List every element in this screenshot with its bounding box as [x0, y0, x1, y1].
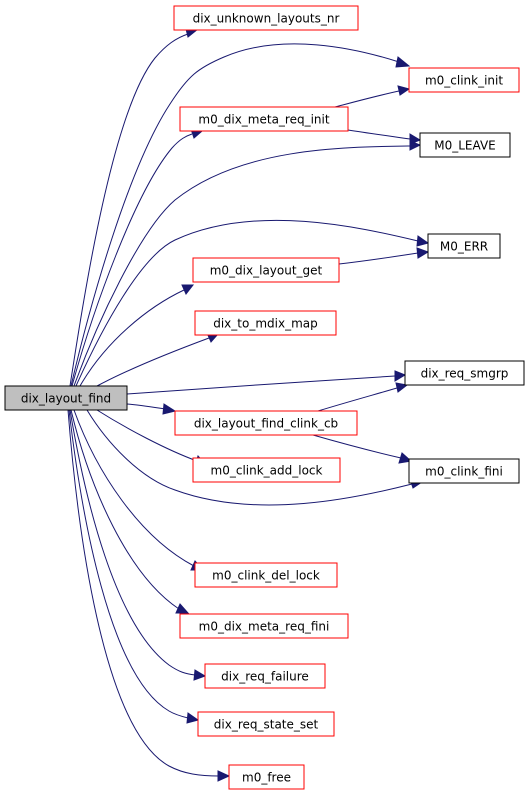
node-m0-clink-del-lock[interactable]: m0_clink_del_lock	[194, 562, 338, 588]
node-m0-dix-layout-get[interactable]: m0_dix_layout_get	[192, 257, 340, 283]
node-m0-dix-meta-req-fini[interactable]: m0_dix_meta_req_fini	[179, 613, 349, 639]
node-label: m0_dix_layout_get	[210, 264, 323, 278]
edge-dix-layout-find-clink-cb-to-m0-clink-fini	[312, 434, 413, 464]
arrowhead-icon	[416, 235, 430, 247]
node-dix-layout-find-clink-cb[interactable]: dix_layout_find_clink_cb	[174, 410, 358, 436]
edge-dix-layout-find-to-dix-req-failure	[69, 409, 207, 681]
arrowhead-icon	[162, 403, 177, 415]
node-m0-leave[interactable]: M0_LEAVE	[419, 132, 511, 158]
edge-line	[69, 409, 196, 676]
node-m0-clink-fini[interactable]: m0_clink_fini	[408, 458, 520, 484]
node-label: dix_layout_find_clink_cb	[194, 417, 338, 431]
arrowhead-icon	[397, 85, 411, 96]
arrowhead-icon	[416, 247, 430, 259]
edge-line	[334, 90, 400, 108]
edge-line	[312, 434, 402, 459]
node-label: m0_clink_fini	[425, 465, 503, 479]
node-dix-unknown-layouts-nr[interactable]: dix_unknown_layouts_nr	[173, 5, 359, 31]
edge-line	[347, 129, 411, 140]
node-label: dix_layout_find	[21, 392, 111, 406]
node-m0-free[interactable]: m0_free	[228, 764, 305, 790]
edge-line	[73, 409, 195, 567]
arrowhead-icon	[217, 770, 231, 782]
node-label: M0_ERR	[440, 240, 488, 254]
arrowhead-icon	[181, 284, 195, 295]
node-m0-dix-meta-req-init[interactable]: m0_dix_meta_req_init	[179, 106, 349, 132]
edge-dix-layout-find-to-dix-layout-find-clink-cb	[126, 403, 177, 415]
arrowhead-icon	[394, 370, 407, 382]
edge-line	[69, 33, 189, 387]
node-label: m0_dix_meta_req_fini	[199, 620, 330, 634]
node-label: dix_to_mdix_map	[213, 317, 318, 331]
edge-line	[79, 289, 185, 387]
edge-dix-layout-find-to-m0-dix-meta-req-fini	[70, 409, 190, 614]
edge-dix-layout-find-to-dix-to-mdix-map	[96, 332, 220, 387]
edges-layer	[67, 28, 430, 782]
edge-line	[70, 409, 180, 610]
edge-line	[317, 387, 398, 412]
node-label: M0_LEAVE	[434, 139, 496, 153]
node-dix-to-mdix-map[interactable]: dix_to_mdix_map	[194, 310, 337, 336]
edge-dix-layout-find-to-dix-unknown-layouts-nr	[69, 28, 200, 387]
node-m0-err[interactable]: M0_ERR	[427, 233, 501, 259]
edge-m0-dix-meta-req-init-to-m0-clink-init	[334, 85, 411, 108]
edge-dix-layout-find-clink-cb-to-dix-req-smgrp	[317, 382, 409, 412]
edge-dix-layout-find-to-dix-req-state-set	[68, 409, 200, 724]
edge-dix-layout-find-to-m0-dix-layout-get	[79, 284, 195, 387]
arrowhead-icon	[398, 452, 413, 464]
node-label: m0_clink_init	[425, 74, 503, 88]
arrowhead-icon	[395, 382, 409, 393]
node-dix-req-smgrp[interactable]: dix_req_smgrp	[404, 360, 525, 386]
edge-line	[68, 409, 189, 719]
edge-line	[86, 409, 413, 506]
node-m0-clink-add-lock[interactable]: m0_clink_add_lock	[192, 457, 341, 483]
edge-line	[75, 219, 419, 387]
edge-m0-dix-layout-get-to-m0-err	[338, 247, 430, 265]
node-label: m0_clink_add_lock	[211, 464, 323, 478]
edge-line	[73, 145, 411, 387]
node-m0-clink-init[interactable]: m0_clink_init	[408, 67, 520, 93]
arrowhead-icon	[193, 669, 207, 681]
edge-line	[126, 375, 396, 395]
arrowhead-icon	[395, 56, 411, 68]
node-label: dix_req_smgrp	[421, 367, 509, 381]
arrowhead-icon	[175, 603, 190, 614]
edge-line	[96, 409, 198, 462]
edge-line	[70, 43, 400, 387]
edge-dix-layout-find-to-m0-free	[67, 409, 231, 782]
edge-dix-layout-find-to-m0-err	[75, 219, 430, 387]
node-label: m0_clink_del_lock	[212, 569, 320, 583]
edge-line	[338, 252, 419, 265]
nodes-layer: dix_layout_find dix_unknown_layouts_nr m…	[4, 5, 525, 790]
node-label: dix_unknown_layouts_nr	[193, 12, 340, 26]
edge-line	[71, 133, 193, 387]
edge-dix-layout-find-to-dix-req-smgrp	[126, 370, 407, 395]
node-dix-req-failure[interactable]: dix_req_failure	[204, 663, 326, 689]
edge-dix-layout-find-to-m0-clink-init	[70, 43, 411, 387]
edge-line	[67, 409, 220, 777]
arrowhead-icon	[409, 133, 422, 145]
node-root-dix-layout-find[interactable]: dix_layout_find	[4, 385, 128, 411]
node-label: dix_req_failure	[221, 670, 309, 684]
node-label: m0_dix_meta_req_init	[198, 113, 329, 127]
node-label: m0_free	[242, 771, 291, 785]
edge-line	[96, 337, 210, 387]
node-dix-req-state-set[interactable]: dix_req_state_set	[197, 711, 335, 737]
node-label: dix_req_state_set	[214, 718, 319, 732]
edge-line	[126, 403, 166, 410]
arrowhead-icon	[186, 712, 200, 724]
edge-m0-dix-meta-req-init-to-m0-leave	[347, 129, 422, 145]
